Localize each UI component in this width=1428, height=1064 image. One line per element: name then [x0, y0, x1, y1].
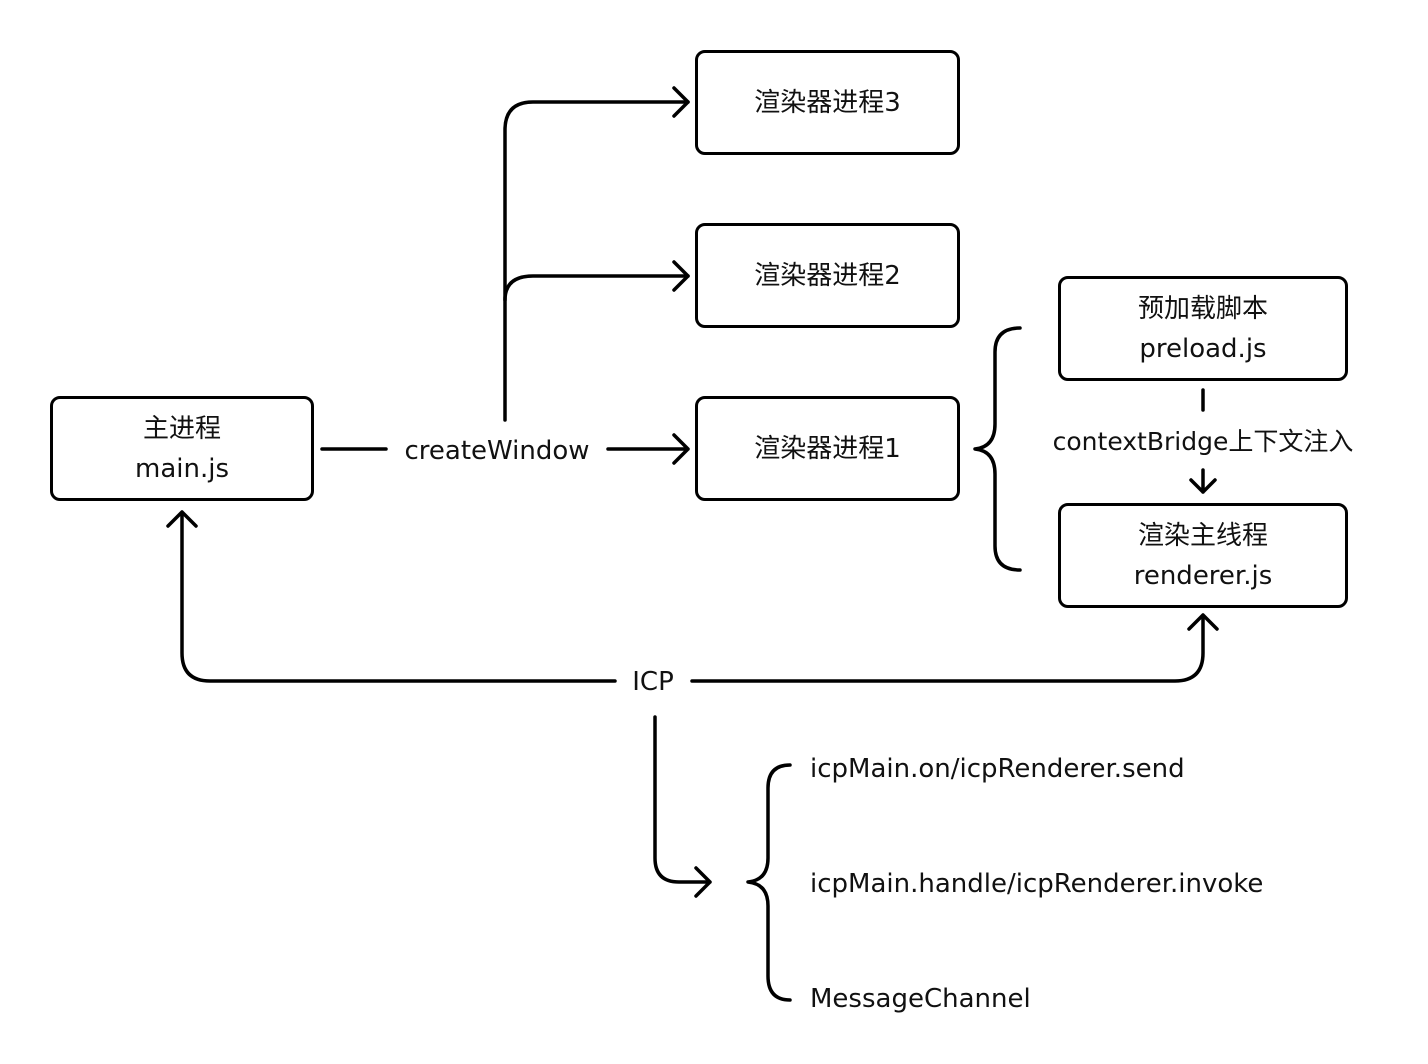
renderer-process-2-label: 渲染器进程2 [754, 260, 901, 291]
preload-script-file: preload.js [1139, 333, 1267, 364]
icp-method-handle-invoke: icpMain.handle/icpRenderer.invoke [810, 868, 1264, 900]
arrow-to-renderer-1 [606, 433, 690, 465]
icp-label: ICP [626, 666, 680, 698]
renderer-process-2-box: 渲染器进程2 [695, 223, 960, 328]
main-process-title: 主进程 [142, 413, 221, 444]
icp-method-on-send: icpMain.on/icpRenderer.send [810, 753, 1185, 785]
branch-to-renderer-2 [503, 274, 690, 302]
renderer-process-1-box: 渲染器进程1 [695, 396, 960, 501]
icp-line-left [166, 510, 617, 683]
branch-line-up [503, 100, 690, 422]
arrow-head-renderer-2 [672, 260, 690, 292]
icp-line-down [653, 715, 712, 898]
main-process-box: 主进程 main.js [50, 396, 314, 501]
main-process-file: main.js [135, 453, 229, 484]
context-bridge-label: contextBridge上下文注入 [1052, 426, 1354, 458]
render-main-thread-title: 渲染主线程 [1137, 520, 1268, 551]
renderer-process-1-label: 渲染器进程1 [754, 433, 901, 464]
icp-method-message-channel: MessageChannel [810, 983, 1031, 1015]
brace-renderer-1 [973, 326, 1022, 572]
create-window-label: createWindow [400, 435, 594, 467]
render-main-thread-box: 渲染主线程 renderer.js [1058, 503, 1348, 608]
render-main-thread-file: renderer.js [1133, 560, 1273, 591]
preload-script-box: 预加载脚本 preload.js [1058, 276, 1348, 381]
renderer-process-3-label: 渲染器进程3 [754, 87, 901, 118]
preload-script-title: 预加载脚本 [1137, 293, 1268, 324]
renderer-process-3-box: 渲染器进程3 [695, 50, 960, 155]
brace-icp-methods [746, 763, 792, 1002]
arrow-head-renderer-3 [672, 86, 690, 118]
context-bridge-arrow [1189, 468, 1217, 494]
icp-line-right [690, 613, 1219, 683]
